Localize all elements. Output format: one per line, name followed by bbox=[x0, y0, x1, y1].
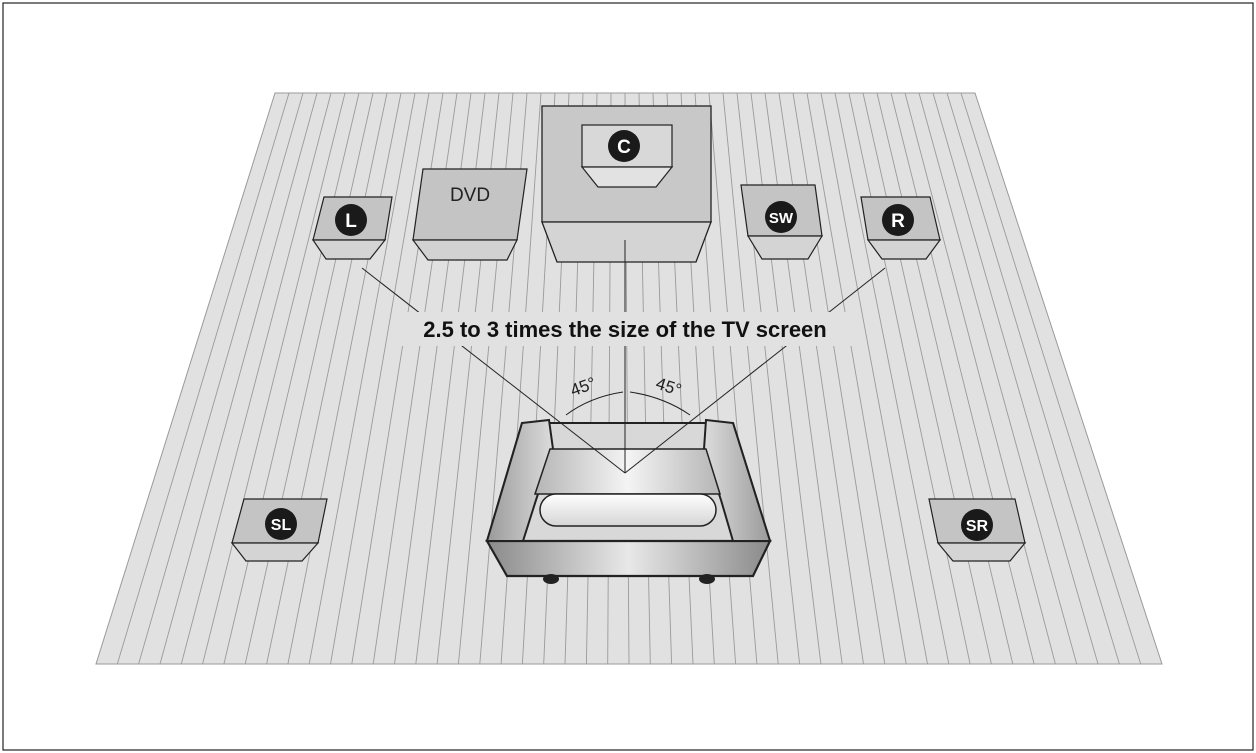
sofa-foot-left bbox=[543, 574, 559, 584]
speaker-right: R bbox=[860, 196, 942, 260]
floor-board-line bbox=[266, 92, 388, 665]
floor-board-line bbox=[138, 92, 304, 665]
floor-board-line bbox=[834, 92, 950, 665]
floor-board-line bbox=[180, 92, 332, 665]
speaker-left: L bbox=[311, 196, 393, 260]
floor-board-line bbox=[202, 92, 346, 665]
speaker-badge-surround-left bbox=[265, 508, 297, 540]
speaker-subwoofer: SW bbox=[740, 184, 824, 260]
sofa-front bbox=[485, 539, 772, 578]
speaker-badge-left bbox=[335, 204, 367, 236]
line-right-speaker bbox=[624, 267, 886, 474]
floor-board-line bbox=[159, 92, 318, 665]
floor-board-line bbox=[932, 92, 1099, 665]
speaker-right-front bbox=[866, 239, 942, 260]
speaker-badge-subwoofer bbox=[765, 201, 797, 233]
tv: C bbox=[541, 105, 712, 263]
floor-board-line bbox=[116, 92, 290, 665]
floor-edge bbox=[95, 92, 1163, 665]
floor-board-line bbox=[904, 92, 1056, 665]
speaker-label-surround-left: SL bbox=[271, 517, 292, 534]
floor-board-line bbox=[308, 92, 416, 665]
speaker-left-front bbox=[311, 239, 387, 260]
speaker-label-subwoofer: SW bbox=[769, 210, 794, 227]
sofa-cushion bbox=[539, 493, 717, 527]
floor-board-line bbox=[820, 92, 928, 665]
dvd-player: DVD bbox=[411, 168, 528, 261]
floor-board-line bbox=[862, 92, 992, 665]
floor-board-line bbox=[806, 92, 907, 665]
speaker-label-surround-right: SR bbox=[966, 518, 989, 535]
tv-front bbox=[541, 221, 712, 263]
surround-right-front bbox=[936, 542, 1027, 562]
distance-label-background bbox=[398, 312, 853, 346]
sofa-arm-left bbox=[485, 418, 555, 542]
line-left-speaker bbox=[361, 267, 626, 474]
speaker-badge-surround-right bbox=[961, 509, 993, 541]
speaker-badge-center bbox=[608, 130, 640, 162]
floor-board-line bbox=[890, 92, 1035, 665]
distance-label: 2.5 to 3 times the size of the TV screen bbox=[423, 317, 826, 342]
floor-board-line bbox=[876, 92, 1014, 665]
center-speaker-front bbox=[580, 166, 674, 188]
speaker-label-left: L bbox=[345, 211, 357, 232]
floor-board-line bbox=[330, 92, 430, 665]
subwoofer-front bbox=[746, 235, 824, 260]
angle-arc-right bbox=[629, 391, 691, 416]
floor-board-line bbox=[287, 92, 402, 665]
speaker-label-right: R bbox=[891, 211, 905, 232]
floor-board-line bbox=[244, 92, 374, 665]
sofa bbox=[485, 418, 772, 584]
floor-board-line bbox=[946, 92, 1120, 665]
speaker-surround-right: SR bbox=[928, 498, 1027, 562]
floor-boards bbox=[116, 92, 1142, 665]
speaker-label-center: C bbox=[617, 137, 631, 158]
angle-arc-left bbox=[565, 391, 624, 416]
floor-board-line bbox=[848, 92, 971, 665]
speaker-surround-left: SL bbox=[230, 498, 328, 562]
floor-board-line bbox=[722, 92, 779, 665]
floor-board-line bbox=[223, 92, 360, 665]
surround-left-front bbox=[230, 542, 320, 562]
floor-board-line bbox=[918, 92, 1078, 665]
floor-board-line bbox=[960, 92, 1142, 665]
sofa-foot-right bbox=[699, 574, 715, 584]
dvd-label: DVD bbox=[450, 185, 490, 206]
speaker-badge-right bbox=[882, 204, 914, 236]
dvd-front bbox=[411, 239, 518, 261]
